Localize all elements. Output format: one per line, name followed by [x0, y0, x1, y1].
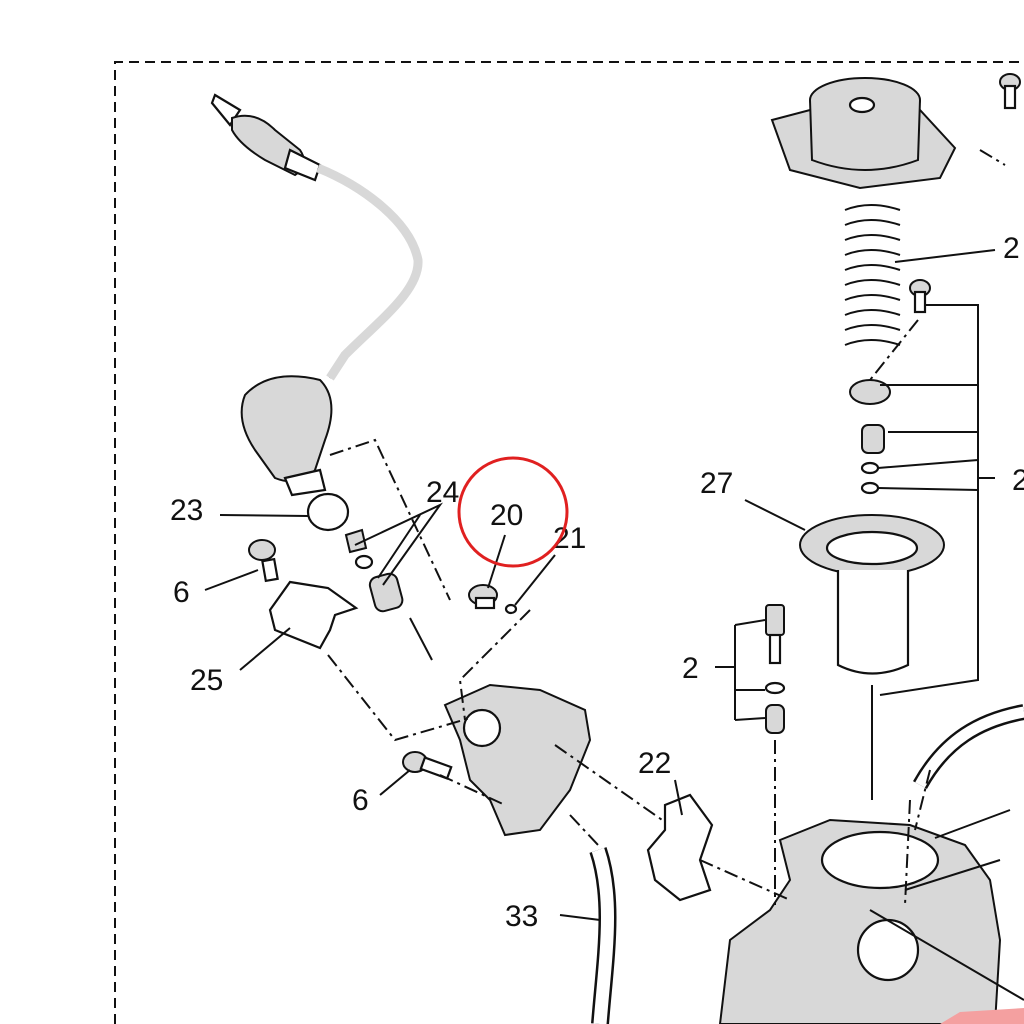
- diagram-border: [114, 61, 1024, 1024]
- throttle-spring: [844, 204, 901, 346]
- clip: [860, 461, 880, 475]
- callout-27: 27: [700, 467, 733, 500]
- part-24-plunger-set: [344, 528, 433, 661]
- callout-22: 22: [638, 747, 671, 780]
- part-6-screw-lower: [402, 751, 453, 780]
- needle-holder: [849, 379, 891, 405]
- part-2-pilot-screw-set: [764, 604, 786, 734]
- callout-33: 33: [505, 900, 538, 933]
- callout-6-upper: 6: [173, 576, 190, 609]
- part-25-bracket: [268, 580, 359, 650]
- callout-21: 21: [553, 522, 586, 555]
- leader-lines: [204, 249, 1024, 1001]
- starter-body: [443, 683, 592, 837]
- part-27-diaphragm-piston: [799, 514, 945, 800]
- red-highlight-corner: [940, 1008, 1024, 1024]
- callout-20: 20: [490, 499, 523, 532]
- callout-23: 23: [170, 494, 203, 527]
- part-6-screw-upper: [248, 539, 279, 583]
- callout-6-lower: 6: [352, 784, 369, 817]
- callout-2-top-right: 2: [1003, 232, 1020, 265]
- part-23-o-ring: [306, 492, 350, 532]
- starter-cable: [210, 93, 423, 497]
- part-21-o-ring: [504, 603, 518, 615]
- callout-2-mid-right: 2: [1012, 464, 1024, 497]
- highlight-circle-part-20: [457, 456, 569, 568]
- washer: [860, 481, 880, 495]
- part-22-gasket: [646, 793, 714, 902]
- screw-right-top: [909, 73, 1021, 314]
- callout-2: 2: [682, 652, 699, 685]
- spring-seat: [861, 424, 885, 454]
- part-20-screw: [468, 584, 498, 610]
- callout-24: 24: [426, 476, 459, 509]
- carburetor-top-cap: [770, 77, 957, 190]
- callout-25: 25: [190, 664, 223, 697]
